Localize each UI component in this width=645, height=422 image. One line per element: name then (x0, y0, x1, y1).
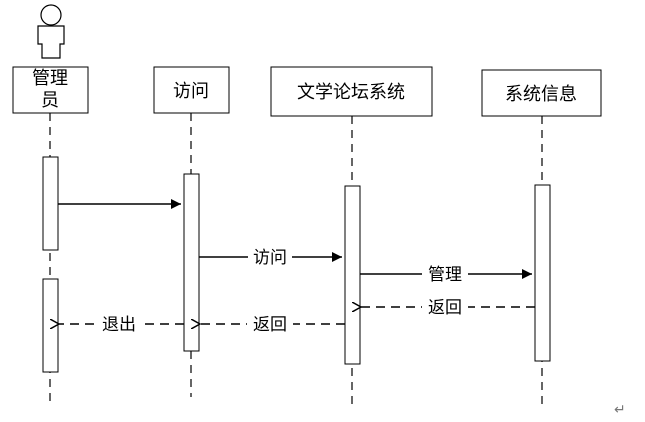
activation-admin-1 (42, 156, 59, 251)
lifeline-box-visit: 访问 (153, 66, 230, 114)
paragraph-mark: ↵ (614, 402, 626, 418)
activation-admin-2 (42, 278, 59, 373)
actor-icon (37, 4, 65, 59)
message-label-2: 访问 (253, 248, 287, 268)
lifeline-box-forum: 文学论坛系统 (270, 66, 433, 117)
message-label-3: 管理 (428, 265, 462, 285)
lifeline-label-visit: 访问 (173, 81, 209, 102)
lifeline-label-forum: 文学论坛系统 (297, 82, 405, 103)
actor-box: 管理 员 (12, 66, 89, 114)
activation-forum (344, 185, 361, 365)
actor-label-line1: 管理 (32, 68, 68, 89)
activation-visit (183, 173, 200, 352)
lifeline-box-info: 系统信息 (481, 69, 602, 117)
actor-label-line2: 员 (41, 90, 59, 111)
activation-info (534, 184, 551, 362)
message-label-6: 退出 (102, 315, 136, 335)
message-label-5: 返回 (253, 315, 287, 335)
message-label-4: 返回 (428, 298, 462, 318)
lifeline-label-info: 系统信息 (505, 84, 577, 105)
